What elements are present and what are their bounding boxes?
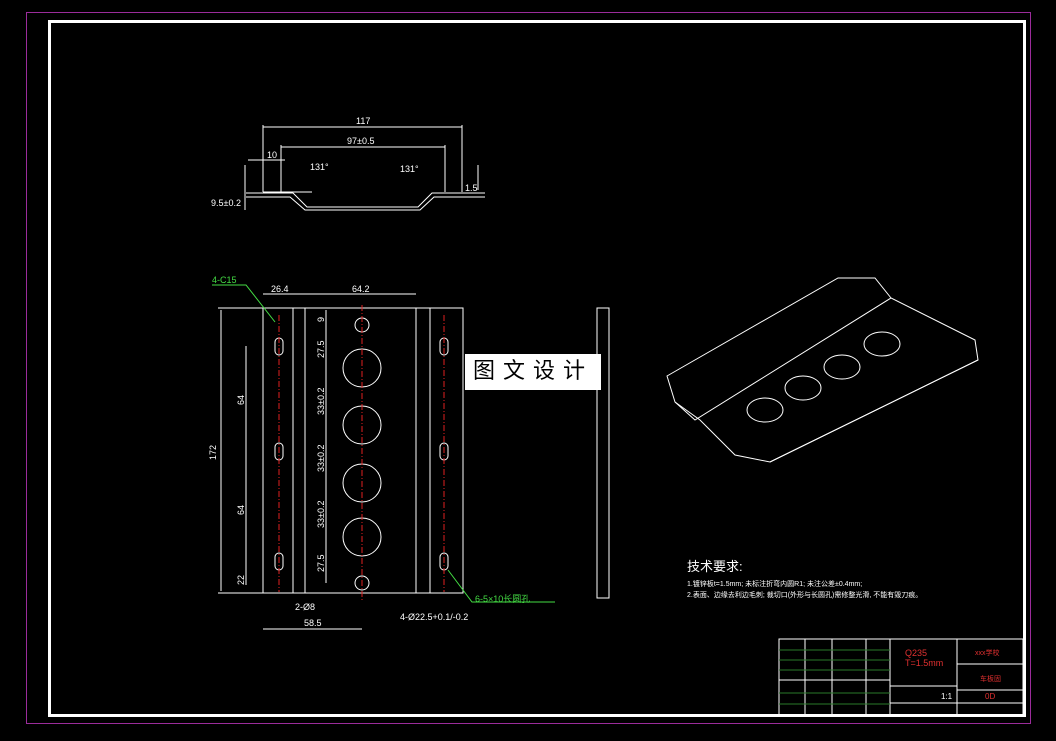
note-line: 1.镀锌板t=1.5mm; 未标注折弯内圆R1; 未注公差±0.4mm; bbox=[687, 581, 863, 588]
outer-border bbox=[26, 12, 1031, 724]
svg-text:27.5: 27.5 bbox=[316, 554, 326, 572]
svg-text:64: 64 bbox=[236, 395, 246, 405]
svg-text:1.5: 1.5 bbox=[465, 183, 478, 193]
svg-text:131°: 131° bbox=[400, 164, 419, 174]
thickness-label: T=1.5mm bbox=[905, 658, 944, 668]
svg-text:9.5±0.2: 9.5±0.2 bbox=[211, 198, 241, 208]
svg-text:6-5×10长圆孔: 6-5×10长圆孔 bbox=[475, 593, 530, 604]
note-line: 2.表面、边缘去利边毛刺; 裁切口(外形与长圆孔)需修整光滑, 不能有毁刀痕。 bbox=[687, 592, 923, 599]
svg-text:10: 10 bbox=[267, 150, 277, 160]
svg-text:33±0.2: 33±0.2 bbox=[316, 388, 326, 415]
section-profile bbox=[246, 192, 485, 208]
svg-text:64: 64 bbox=[236, 505, 246, 515]
svg-text:9: 9 bbox=[316, 317, 326, 322]
svg-text:172: 172 bbox=[208, 445, 218, 460]
school-label: xxx学校 bbox=[975, 650, 1000, 657]
material-label: Q235 bbox=[905, 648, 928, 658]
svg-text:27.5: 27.5 bbox=[316, 340, 326, 358]
svg-text:117: 117 bbox=[356, 116, 370, 126]
svg-text:131°: 131° bbox=[310, 162, 329, 172]
svg-text:64.2: 64.2 bbox=[352, 284, 370, 294]
svg-text:33±0.2: 33±0.2 bbox=[316, 445, 326, 472]
svg-text:2-Ø8: 2-Ø8 bbox=[295, 602, 315, 612]
drawing-border bbox=[48, 20, 1026, 717]
svg-text:26.4: 26.4 bbox=[271, 284, 289, 294]
svg-text:97±0.5: 97±0.5 bbox=[347, 136, 374, 146]
svg-text:33±0.2: 33±0.2 bbox=[316, 501, 326, 528]
notes-title: 技术要求: bbox=[687, 559, 743, 574]
part-name-label: 车板固 bbox=[980, 676, 1001, 683]
svg-text:58.5: 58.5 bbox=[304, 618, 322, 628]
svg-text:4-Ø22.5+0.1/-0.2: 4-Ø22.5+0.1/-0.2 bbox=[400, 612, 468, 622]
sheet-label: 0D bbox=[985, 692, 996, 701]
scale-label: 1:1 bbox=[941, 692, 953, 701]
watermark: 图文设计 bbox=[465, 354, 602, 390]
svg-text:4-C15: 4-C15 bbox=[212, 275, 237, 285]
technical-requirements: 技术要求: 1.镀锌板t=1.5mm; 未标注折弯内圆R1; 未注公差±0.4m… bbox=[687, 556, 922, 601]
svg-text:22: 22 bbox=[236, 575, 246, 585]
